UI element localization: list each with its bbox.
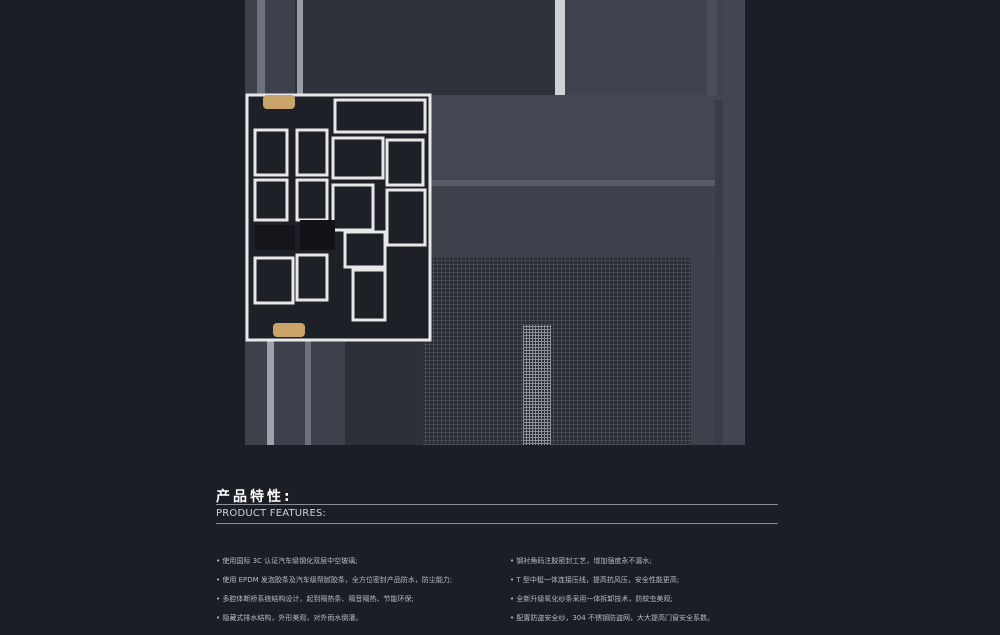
features-title: 产品特性: xyxy=(216,489,293,505)
feature-item: • 多腔体断桥系统结构设计，起到隔热条、隔音隔热、节能环保; xyxy=(216,595,414,603)
features-subtitle: PRODUCT FEATURES: xyxy=(216,508,327,519)
feature-item: • T 型中梃一体连接压线，提高抗风压，安全性能更高; xyxy=(510,576,680,584)
feature-item: • 配置防盗安全纱，304 不锈钢防盗网，大大提高门窗安全系数。 xyxy=(510,614,714,622)
features-right-column: • 钢衬角码注胶密封工艺，增加强度永不漏水; • T 型中梃一体连接压线，提高抗… xyxy=(510,552,790,628)
subtitle-divider xyxy=(216,523,778,524)
title-divider xyxy=(216,504,778,505)
features-left-column: • 使用国际 3C 认证汽车级钢化双层中空玻璃; • 使用 EPDM 发泡胶条及… xyxy=(216,552,496,628)
feature-item: • 全新升级氧化纱条采用一体拆卸技术，防蚊虫美观; xyxy=(510,595,673,603)
feature-item: • 使用 EPDM 发泡胶条及汽车级帮腻胶条，全方位密封产品防水，防尘能力; xyxy=(216,576,453,584)
window-profile-image xyxy=(245,0,745,445)
feature-item: • 隐藏式排水结构，外形美观，对外雨水倒灌。 xyxy=(216,614,363,622)
feature-item: • 使用国际 3C 认证汽车级钢化双层中空玻璃; xyxy=(216,557,358,565)
window-section-illustration xyxy=(245,0,745,445)
feature-item: • 钢衬角码注胶密封工艺，增加强度永不漏水; xyxy=(510,557,652,565)
